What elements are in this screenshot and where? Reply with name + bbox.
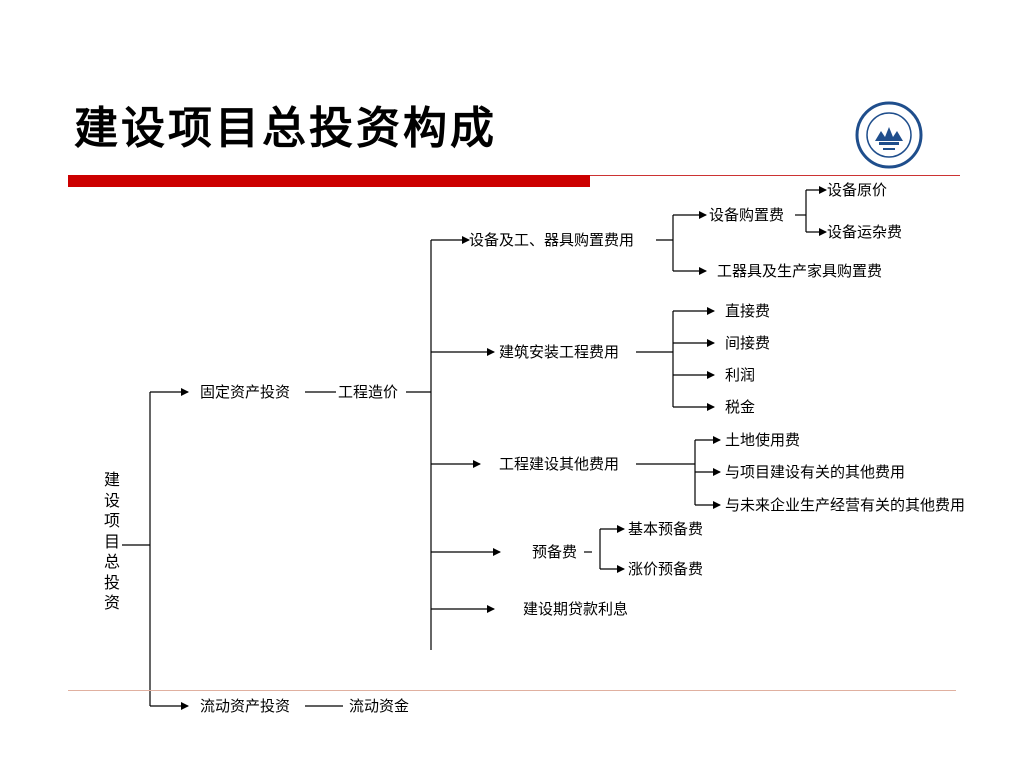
node-direct-cost: 直接费: [725, 302, 771, 320]
node-equipment-original-price: 设备原价: [827, 181, 888, 199]
node-tax: 税金: [725, 398, 756, 416]
node-indirect-cost: 间接费: [725, 334, 771, 352]
node-land-use: 土地使用费: [725, 431, 801, 449]
top-rule: [590, 175, 960, 176]
node-future-operation: 与未来企业生产经营有关的其他费用: [725, 496, 966, 514]
bottom-rule: [68, 690, 956, 691]
node-project-related: 与项目建设有关的其他费用: [725, 463, 906, 481]
node-equipment-transport: 设备运杂费: [827, 223, 903, 241]
node-loan-interest: 建设期贷款利息: [523, 600, 629, 618]
node-equipment-purchase: 设备及工、器具购置费用: [469, 231, 635, 249]
node-tools-furniture: 工器具及生产家具购置费: [717, 262, 883, 280]
node-working-capital: 流动资金: [349, 697, 410, 715]
title-underline-bar: [68, 175, 590, 187]
page-title: 建设项目总投资构成: [74, 103, 497, 154]
node-current-investment: 流动资产投资: [200, 697, 291, 715]
root-label: 建设项目总投资: [103, 470, 120, 612]
node-basic-contingency: 基本预备费: [628, 520, 704, 538]
node-engineering-cost: 工程造价: [338, 383, 399, 401]
node-price-contingency: 涨价预备费: [628, 560, 704, 578]
node-construction-install: 建筑安装工程费用: [499, 343, 620, 361]
node-other-costs: 工程建设其他费用: [499, 455, 620, 473]
node-equipment-buy: 设备购置费: [709, 206, 785, 224]
university-seal-icon: [855, 101, 923, 169]
node-fixed-investment: 固定资产投资: [200, 383, 291, 401]
node-profit: 利润: [725, 366, 756, 384]
node-contingency: 预备费: [532, 543, 578, 561]
